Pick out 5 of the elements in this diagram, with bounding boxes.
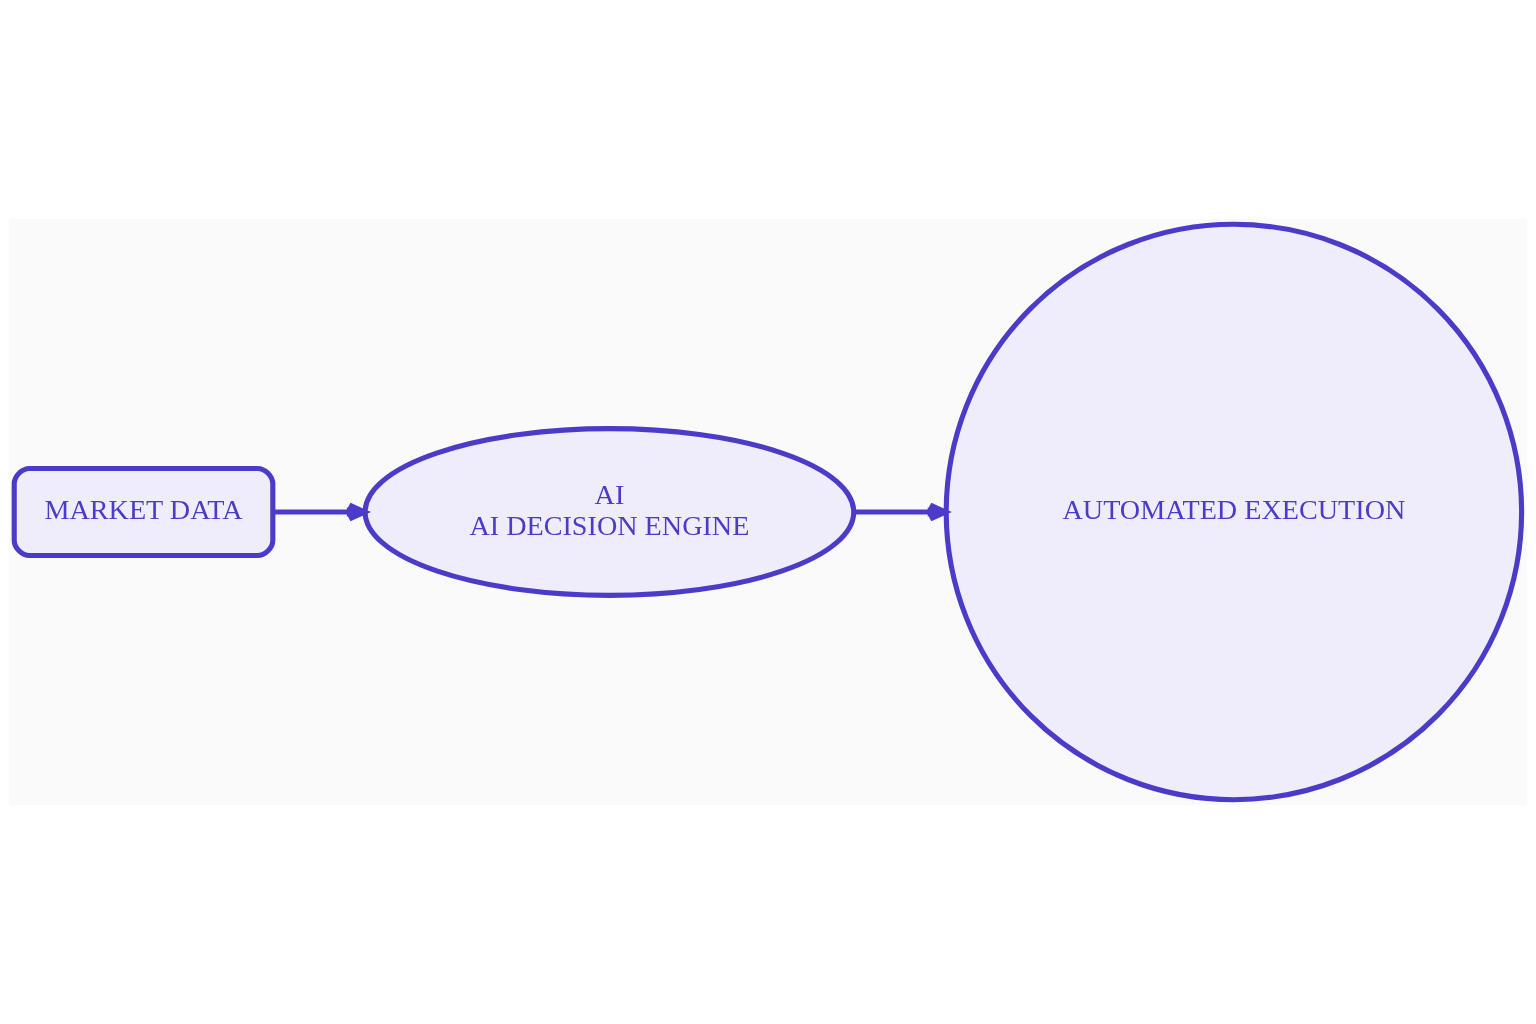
node-ellipse: AI AI DECISION ENGINE	[362, 426, 857, 598]
arrow	[854, 502, 949, 522]
node-box: MARKET DATA	[11, 465, 276, 559]
arrow	[273, 502, 368, 522]
node-circle: AUTOMATED EXECUTION	[943, 221, 1525, 803]
